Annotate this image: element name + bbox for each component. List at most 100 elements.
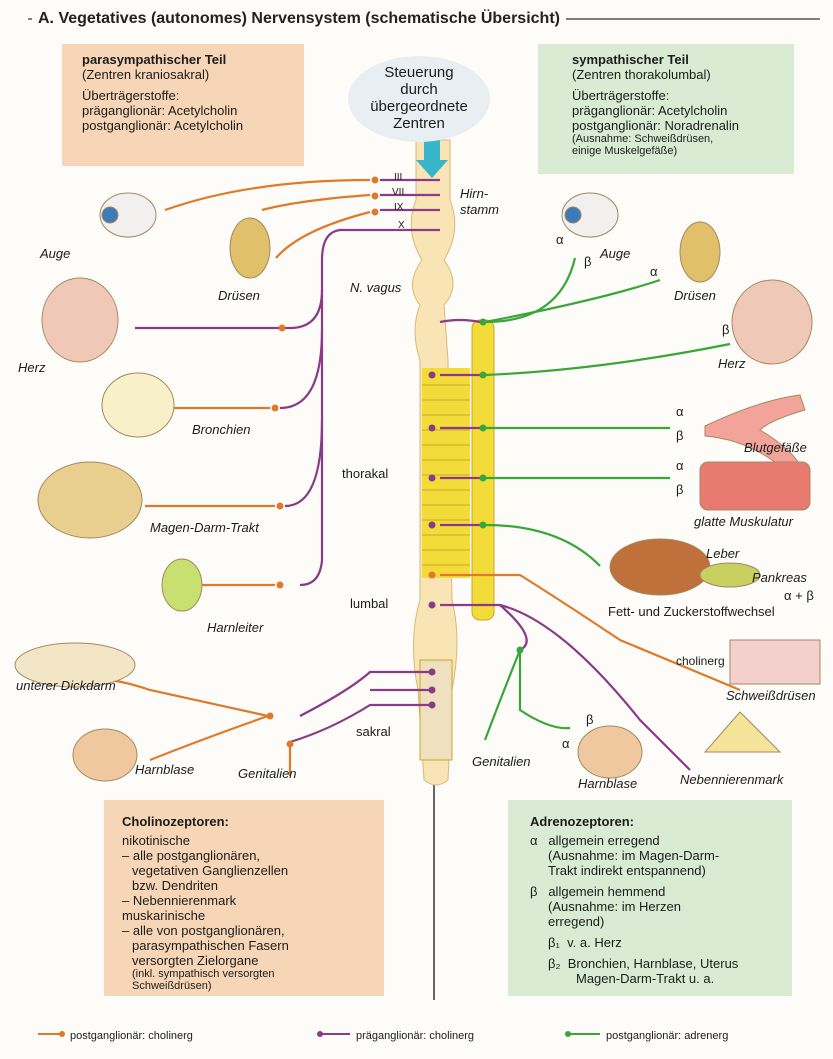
pancreas	[700, 563, 760, 587]
para-l3: postganglionär: Acetylcholin	[82, 118, 304, 133]
symp-l2: präganglionär: Acetylcholin	[572, 103, 794, 118]
ureter	[162, 559, 202, 611]
chol-l6: muskarinische	[122, 908, 384, 923]
chol-heading: Cholinozeptoren:	[122, 814, 384, 829]
label-herz-right: Herz	[718, 356, 745, 371]
para-l1: Überträgerstoffe:	[82, 88, 304, 103]
greek-beta-herz: β	[722, 322, 729, 337]
nerve-ix: IX	[394, 202, 403, 213]
adr-b1t: v. a. Herz	[567, 935, 622, 950]
adr-b2s: β₂	[548, 956, 561, 971]
label-dickdarm: unterer Dickdarm	[16, 678, 116, 693]
nerve-iii: III	[394, 172, 402, 183]
label-nebenniere: Nebennierenmark	[680, 772, 783, 787]
label-pankreas: Pankreas	[752, 570, 807, 585]
chol-l5: – Nebennierenmark	[122, 893, 384, 908]
label-schweiss: Schweißdrüsen	[726, 688, 816, 703]
label-genitalien-right: Genitalien	[472, 754, 531, 769]
stomach	[38, 462, 142, 538]
sympathetic-box: sympathischer Teil (Zentren thorakolumba…	[538, 44, 794, 174]
label-blutgefaesse: Blutgefäße	[744, 440, 807, 455]
steuerung-l4: Zentren	[348, 115, 490, 132]
glands-left	[230, 218, 270, 278]
chol-l9: versorgten Zielorgane	[122, 953, 384, 968]
greek-alpha-blase: α	[562, 736, 570, 751]
chol-l7: – alle von postganglionären,	[122, 923, 384, 938]
label-thorakal: thorakal	[342, 466, 388, 481]
nerve-x: X	[398, 220, 405, 231]
liver	[610, 539, 710, 595]
greek-beta-auge: β	[584, 254, 591, 269]
greek-beta-blase: β	[586, 712, 593, 727]
para-l2: präganglionär: Acetylcholin	[82, 103, 304, 118]
label-harnleiter: Harnleiter	[207, 620, 263, 635]
page-title: A. Vegetatives (autonomes) Nervensystem …	[32, 10, 566, 28]
greek-alpha-gefaess: α	[676, 404, 684, 419]
label-auge-left: Auge	[40, 246, 70, 261]
label-druesen-right: Drüsen	[674, 288, 716, 303]
lungs-bronchi	[102, 373, 174, 437]
legend-prae-chol: präganglionär: cholinerg	[356, 1030, 474, 1042]
label-harnblase-right: Harnblase	[578, 776, 637, 791]
greek-beta-gefaess: β	[676, 428, 683, 443]
bladder-right	[578, 726, 642, 778]
legend-post-adr: postganglionär: adrenerg	[606, 1030, 728, 1042]
greek-alpha-muskel: α	[676, 458, 684, 473]
glands-right	[680, 222, 720, 282]
label-nvagus: N. vagus	[350, 280, 401, 295]
label-fett: Fett- und Zuckerstoffwechsel	[608, 604, 775, 619]
adr-b2t: Bronchien, Harnblase, Uterus	[568, 956, 739, 971]
label-auge-right: Auge	[600, 246, 630, 261]
label-herz-left: Herz	[18, 360, 45, 375]
adr-a2: (Ausnahme: im Magen-Darm-	[530, 848, 792, 863]
steuerung-l2: durch	[348, 81, 490, 98]
adr-b: β	[530, 884, 537, 899]
adr-a: α	[530, 833, 538, 848]
symp-heading: sympathischer Teil	[572, 52, 794, 67]
chol-l2: – alle postganglionären,	[122, 848, 384, 863]
adr-a1: allgemein erregend	[548, 833, 659, 848]
label-bronchien: Bronchien	[192, 422, 251, 437]
adrenozeptoren-box: Adrenozeptoren: α allgemein erregend (Au…	[508, 800, 792, 996]
chol-l3: vegetativen Ganglienzellen	[122, 863, 384, 878]
label-cholinerg: cholinerg	[676, 654, 725, 668]
steuerung-cloud: Steuerung durch übergeordnete Zentren	[348, 56, 490, 142]
adr-b2: (Ausnahme: im Herzen	[530, 899, 792, 914]
hirnstamm-1: Hirn-	[460, 186, 488, 201]
label-glatte: glatte Muskulatur	[694, 514, 793, 529]
sacral-segments	[420, 660, 452, 760]
chol-l11: Schweißdrüsen)	[122, 980, 384, 992]
heart-left	[42, 278, 118, 362]
cholinozeptoren-box: Cholinozeptoren: nikotinische – alle pos…	[104, 800, 384, 996]
adr-heading: Adrenozeptoren:	[530, 814, 792, 829]
label-magen: Magen-Darm-Trakt	[150, 520, 259, 535]
steuerung-l1: Steuerung	[348, 64, 490, 81]
chol-l8: parasympathischen Fasern	[122, 938, 384, 953]
symp-sub: (Zentren thorakolumbal)	[572, 67, 794, 82]
greek-alpha-druesen: α	[650, 264, 658, 279]
para-heading: parasympathischer Teil	[82, 52, 304, 67]
adr-a3: Trakt indirekt entspannend)	[530, 863, 792, 878]
label-harnblase-left: Harnblase	[135, 762, 194, 777]
bladder-left	[73, 729, 137, 781]
hirnstamm-2: stamm	[460, 202, 499, 217]
nerve-vii: VII	[392, 187, 404, 198]
symp-n2: einige Muskelgefäße)	[572, 145, 794, 157]
heart-right	[732, 280, 812, 364]
label-druesen-left: Drüsen	[218, 288, 260, 303]
label-leber: Leber	[706, 546, 739, 561]
label-sakral: sakral	[356, 724, 391, 739]
chol-l4: bzw. Dendriten	[122, 878, 384, 893]
smooth-muscle	[700, 462, 810, 510]
blood-vessels	[705, 395, 805, 470]
adr-b2t2: Magen-Darm-Trakt u. a.	[530, 971, 792, 986]
symp-l3: postganglionär: Noradrenalin	[572, 118, 794, 133]
greek-beta-muskel: β	[676, 482, 683, 497]
label-alphabeta: α + β	[784, 588, 814, 603]
adrenal-medulla	[705, 712, 780, 752]
greek-alpha-auge: α	[556, 232, 564, 247]
symp-n1: (Ausnahme: Schweißdrüsen,	[572, 133, 794, 145]
adr-b1s: β₁	[548, 935, 560, 950]
label-genitalien-left: Genitalien	[238, 766, 297, 781]
